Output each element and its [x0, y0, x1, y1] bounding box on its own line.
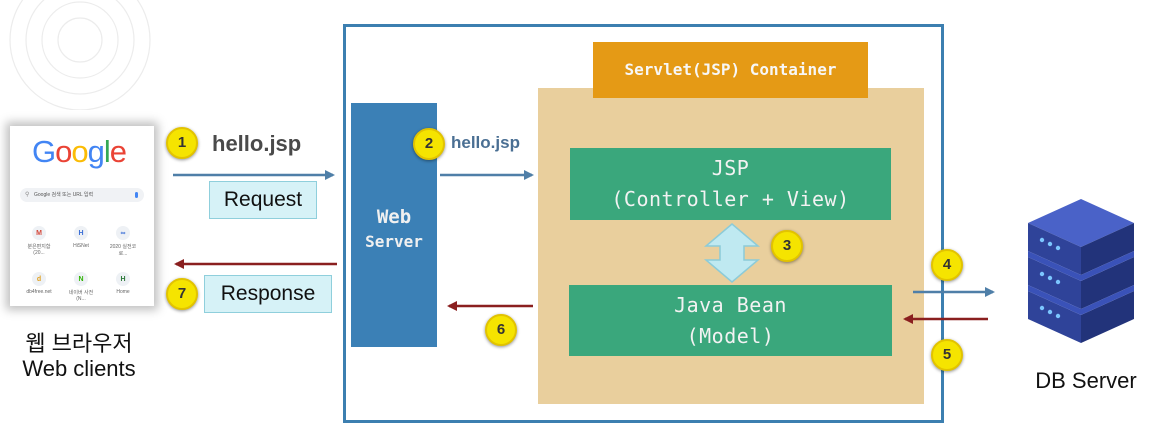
- step-5-badge: 5: [931, 339, 963, 371]
- java-bean-label: Java Bean: [674, 292, 787, 317]
- search-icon: ⚲: [25, 192, 30, 198]
- shortcut-label: Home: [116, 289, 130, 295]
- search-placeholder: Google 검색 또는 URL 입력: [34, 192, 94, 198]
- step-1-badge: 1: [166, 127, 198, 159]
- naver-icon: N: [74, 272, 88, 286]
- request-label: Request: [209, 181, 317, 219]
- shortcut-course[interactable]: ∞ 2020 실전코로...: [108, 226, 138, 257]
- mic-icon: [135, 192, 138, 198]
- web-server-label-2: Server: [365, 232, 423, 251]
- step-4-badge: 4: [931, 249, 963, 281]
- jsp-sub-label: (Controller + View): [611, 187, 850, 211]
- step-2-badge: 2: [413, 128, 445, 160]
- background-rings: [9, 0, 151, 110]
- google-logo: Google: [32, 134, 127, 169]
- java-bean-model: Java Bean (Model): [569, 285, 892, 356]
- jsp-bean-double-arrow: [703, 223, 761, 283]
- step-3-badge: 3: [771, 230, 803, 262]
- shortcut-db4free[interactable]: d db4free.net: [24, 272, 54, 295]
- shortcut-gmail[interactable]: M 분은편지함 (20...: [24, 226, 54, 256]
- hello-jsp-request-label: hello.jsp: [212, 131, 302, 156]
- step-7-badge: 7: [166, 278, 198, 310]
- browser-screenshot: Google ⚲ Google 검색 또는 URL 입력 M 분은편지함 (20…: [10, 126, 154, 306]
- browser-caption-en: Web clients: [22, 356, 136, 381]
- web-server-label-1: Web: [376, 206, 412, 228]
- search-input[interactable]: ⚲ Google 검색 또는 URL 입력: [20, 188, 144, 202]
- shortcut-naver[interactable]: N 네이버 사전 (N...: [66, 272, 96, 302]
- infinity-icon: ∞: [116, 226, 130, 240]
- java-bean-sub-label: (Model): [686, 323, 775, 348]
- jsp-label: JSP: [711, 156, 750, 180]
- container-title: Servlet(JSP) Container: [593, 42, 868, 98]
- gmail-icon: M: [32, 226, 46, 240]
- shortcut-label: 네이버 사전 (N...: [68, 290, 94, 302]
- home-icon: H: [116, 272, 130, 286]
- shortcut-label: HiSNet: [73, 243, 89, 249]
- db-server-label: DB Server: [1035, 368, 1137, 393]
- shortcut-label: db4free.net: [26, 289, 52, 295]
- shortcut-hisnet[interactable]: H HiSNet: [66, 226, 96, 249]
- response-label: Response: [204, 275, 332, 313]
- hello-jsp-forward-label: hello.jsp: [451, 133, 520, 152]
- server-box: [343, 24, 944, 423]
- jsp-controller-view: JSP (Controller + View): [570, 148, 891, 220]
- shortcut-label: 2020 실전코로...: [109, 244, 137, 257]
- shortcut-label: 분은편지함 (20...: [27, 244, 51, 256]
- browser-caption-ko: 웹 브라우저: [25, 331, 133, 356]
- hisnet-icon: H: [74, 226, 88, 240]
- database-server-icon: [1028, 199, 1134, 343]
- shortcut-home[interactable]: H Home: [108, 272, 138, 295]
- step-6-badge: 6: [485, 314, 517, 346]
- db4free-icon: d: [32, 272, 46, 286]
